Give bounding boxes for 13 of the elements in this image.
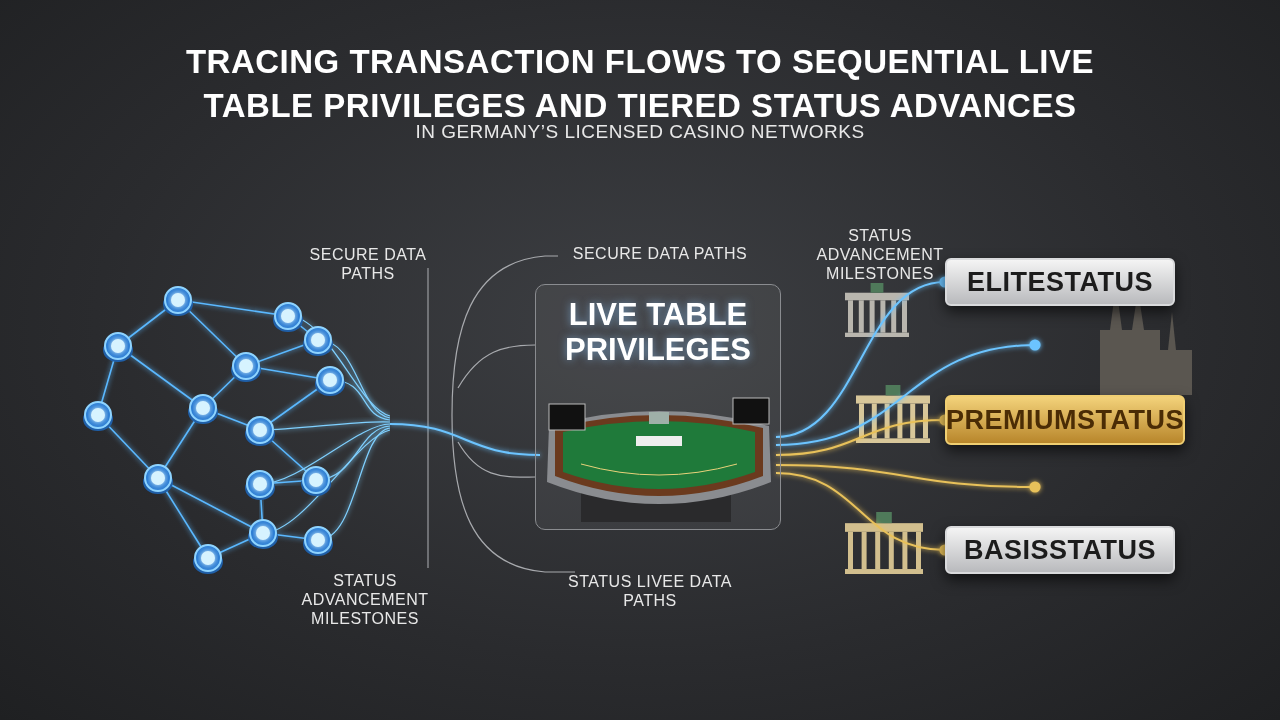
annotation-text: STATUS ADVANCEMENT MILESTONES	[815, 226, 945, 283]
panel	[535, 284, 781, 530]
connector-line	[389, 423, 541, 456]
annotation-text: SECURE DATA PATHS	[571, 244, 749, 263]
panel-heading: LIVE TABLE PRIVILEGES	[563, 297, 752, 367]
annotation-text: STATUS LIVEE DATA PATHS	[567, 572, 733, 610]
status-box: PREMIUMSTATUS	[945, 395, 1185, 445]
connector-line	[775, 339, 1041, 446]
status-box: ELITESTATUS	[945, 258, 1175, 306]
annotation-text: SECURE DATA PATHS	[308, 245, 428, 283]
status-box: BASISSTATUS	[945, 526, 1175, 574]
annotation-text: STATUS ADVANCEMENT MILESTONES	[300, 571, 430, 628]
connector-line	[775, 464, 1041, 493]
